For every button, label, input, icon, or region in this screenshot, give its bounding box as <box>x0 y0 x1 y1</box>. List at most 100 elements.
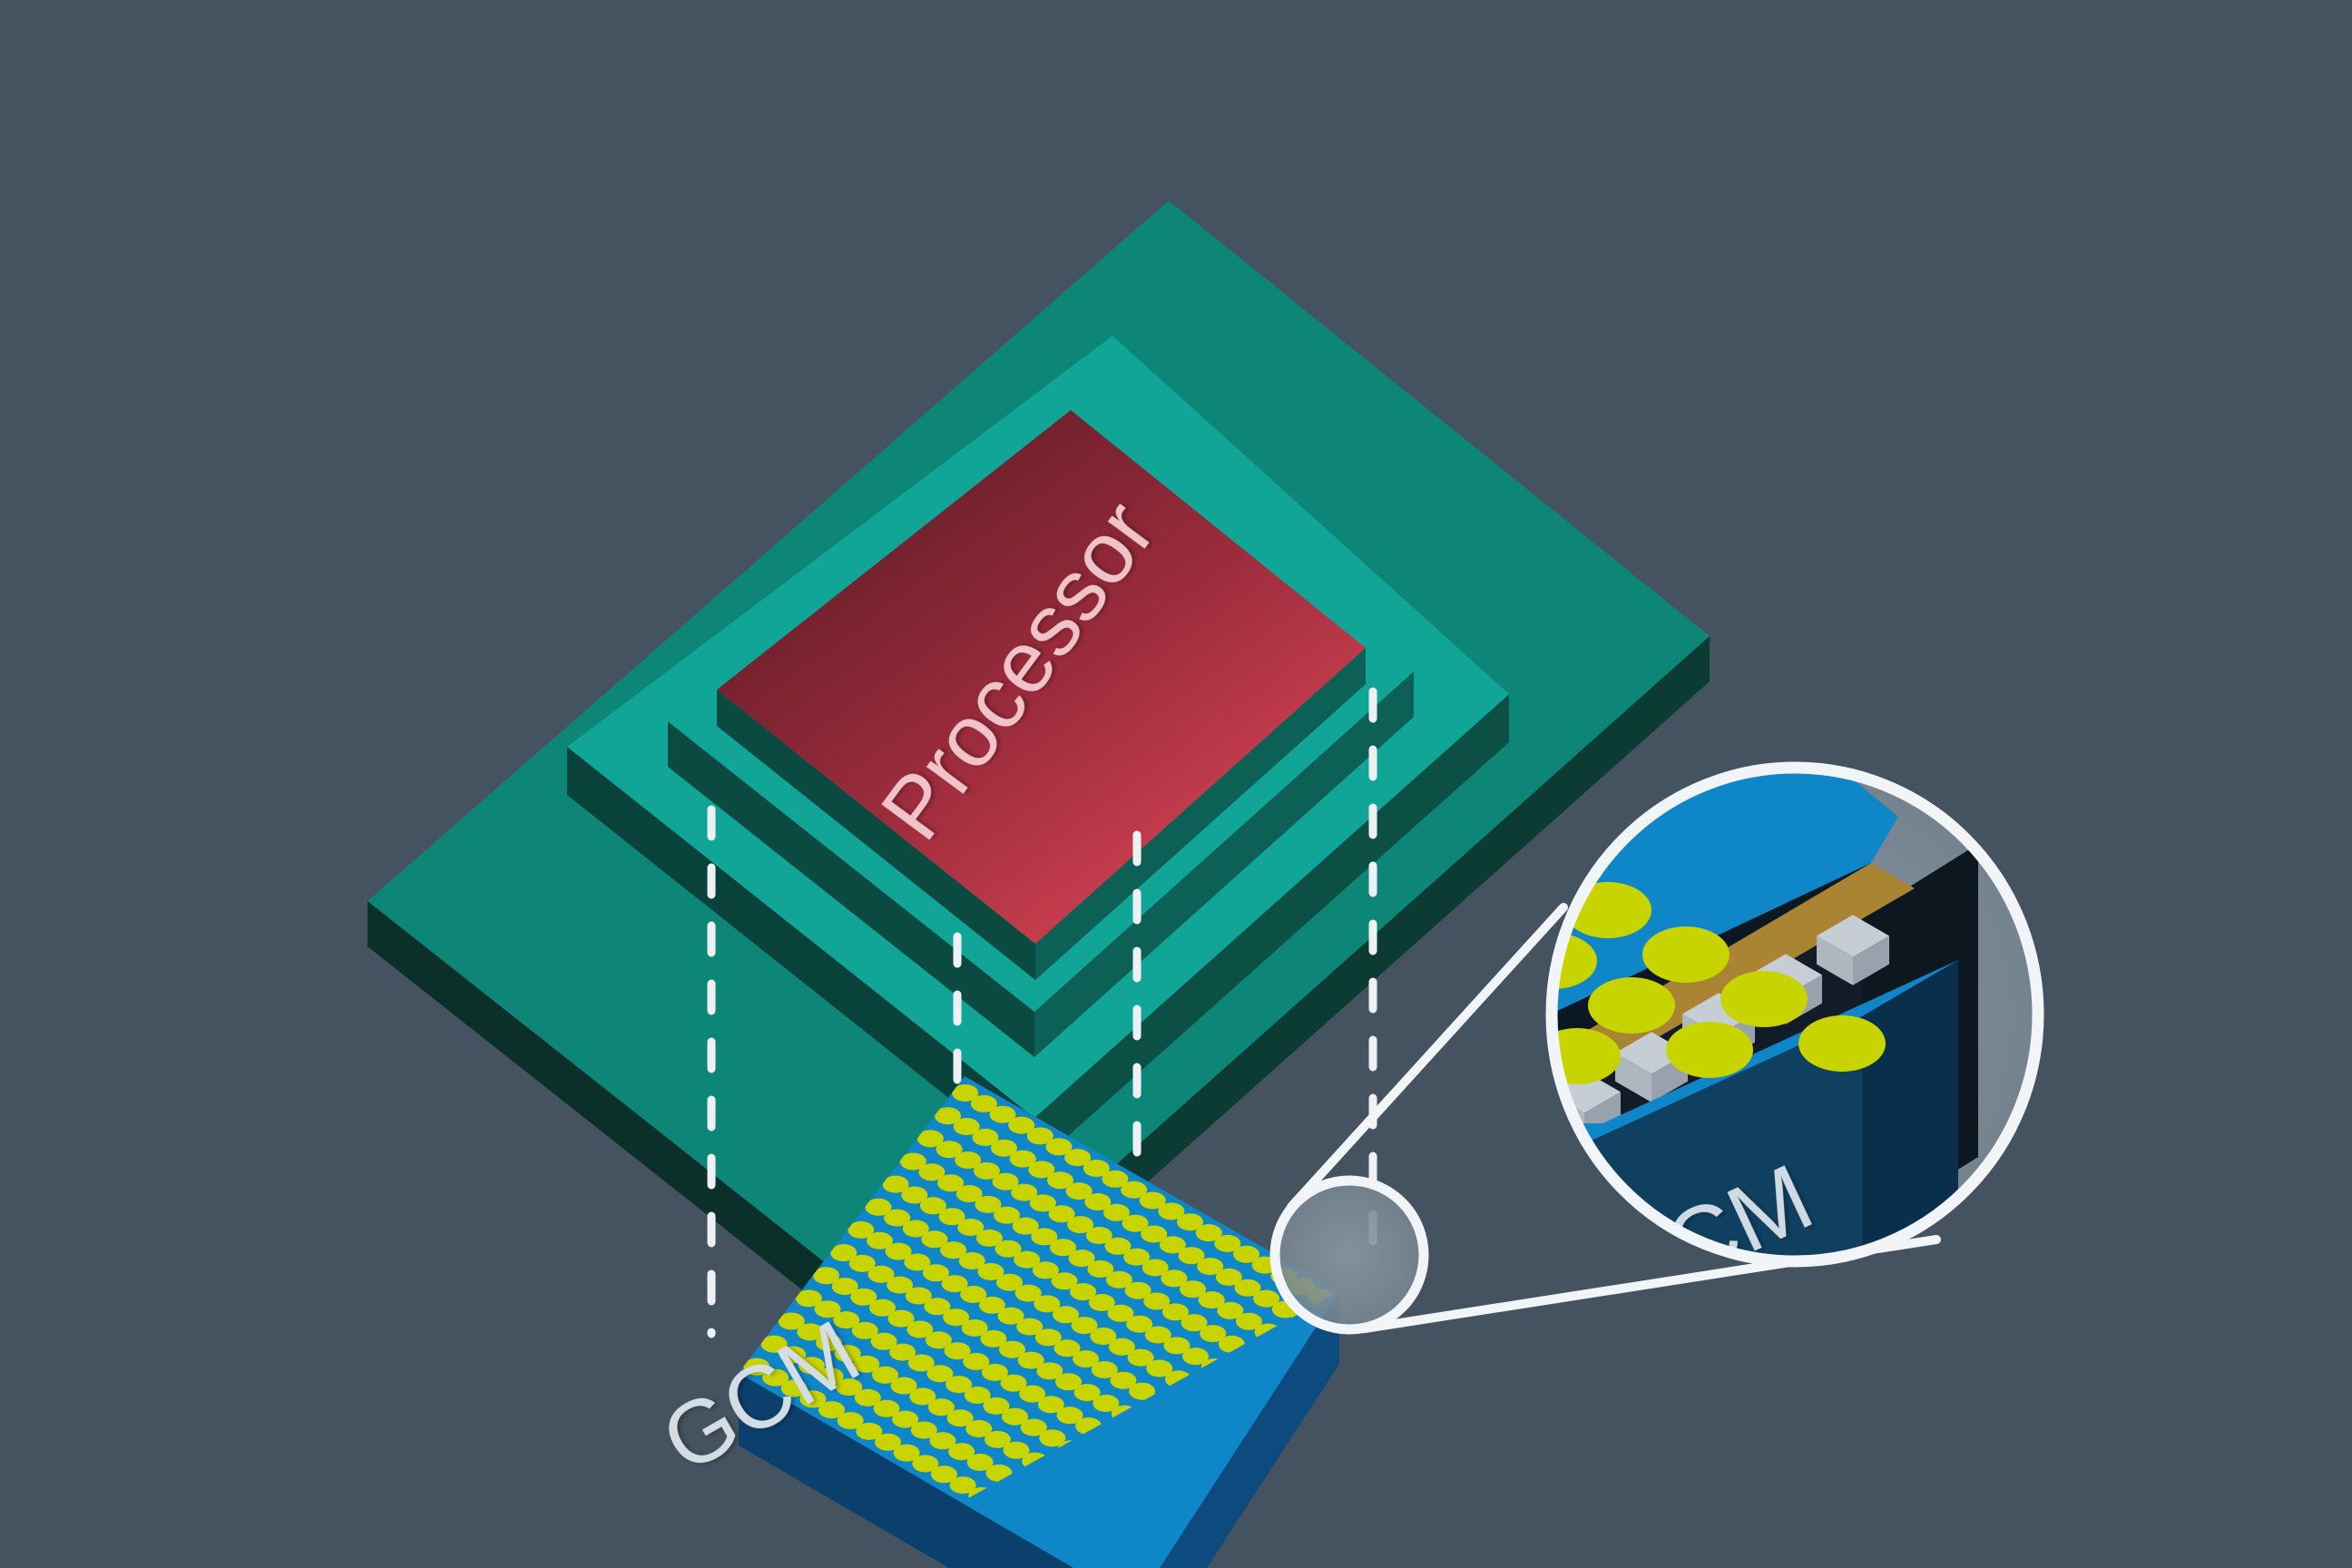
mcm-bga-pad <box>1798 1015 1886 1072</box>
gcm-bga-pad <box>981 1363 1008 1381</box>
gcm-bga-pad <box>778 1312 805 1330</box>
gcm-bga-pad <box>1182 1348 1209 1366</box>
mcm-board-front-face <box>1552 1016 1862 1261</box>
gcm-bga-pad <box>1108 1338 1135 1356</box>
gcm-bga-pad <box>918 1163 946 1181</box>
processor-die[interactable]: Processor <box>717 410 1366 980</box>
gcm-bga-pad <box>780 1379 808 1397</box>
gcm-bga-pad <box>946 1376 973 1394</box>
selection-circle-ring <box>1269 1175 1429 1335</box>
gcm-bga-pad <box>999 1340 1025 1358</box>
processor-package[interactable]: Processor <box>368 201 1710 1384</box>
gcm-bga-pad <box>1102 1170 1129 1188</box>
die-right-face <box>1035 648 1366 980</box>
gcm-bga-pad <box>922 1264 949 1282</box>
gcm-bga-pad <box>1217 1301 1244 1319</box>
gcm-bga-pad <box>955 1152 982 1169</box>
gcm-bga-pad <box>926 1365 954 1383</box>
gcm-bga-pad <box>1200 1325 1227 1343</box>
gcm-bga-pad <box>1181 1314 1208 1332</box>
gcm-bga-pad <box>1037 1396 1064 1414</box>
gcm-bga-pad <box>1087 1260 1114 1278</box>
base-pcb-left-face <box>368 901 921 1384</box>
mcm-board-right-face <box>1862 960 1958 1261</box>
gcm-bga-pad <box>867 1265 895 1283</box>
gcm-bga-pad <box>813 1267 839 1285</box>
gcm-bga-pad <box>925 1331 952 1349</box>
gcm-bga-pad <box>1124 1281 1152 1299</box>
gcm-bga-pad <box>963 1353 990 1370</box>
lens-rim <box>1545 761 2044 1268</box>
gcm-bga-pad <box>984 1430 1011 1448</box>
gcm-bga-pad <box>837 1412 864 1430</box>
gcm-bga-pad <box>964 1387 991 1404</box>
gcm-bga-pad <box>966 1454 994 1471</box>
die-top-face <box>717 410 1366 944</box>
gcm-bga-pad <box>848 1254 876 1272</box>
gcm-bga-pad <box>1088 1294 1115 1311</box>
gcm-bga-pad <box>992 1172 1019 1191</box>
gcm-bga-pad <box>912 1455 939 1473</box>
gcm-bga-pad <box>884 1209 911 1227</box>
gcm-bga-pad <box>779 1346 807 1364</box>
gcm-bga-pad <box>1031 1228 1058 1246</box>
gcm-bga-pad <box>1050 1239 1076 1257</box>
gcm-bga-pad <box>1019 1385 1046 1403</box>
mcm-bga-pad <box>1720 971 1808 1027</box>
gcm-bga-pad <box>1034 1328 1062 1347</box>
mcm-bga-pad <box>1588 977 1675 1034</box>
gcm-bga-pad <box>927 1398 955 1416</box>
gcm-bga-pad <box>901 1186 928 1204</box>
mcm-interconnect-cube <box>1817 915 1889 985</box>
gcm-bga-pad <box>973 1161 1000 1180</box>
gcm-bga-pad <box>1039 1429 1066 1447</box>
gcm-bga-pad <box>953 1118 980 1135</box>
gcm-bga-pad <box>905 1287 932 1305</box>
gcm-bga-pad <box>994 1206 1020 1224</box>
gcm-bga-pad <box>1054 1339 1081 1357</box>
mcm-bga-pad <box>1642 926 1730 983</box>
gcm-bga-pad <box>1028 1161 1055 1179</box>
gcm-bga-pad <box>885 1242 912 1260</box>
gcm-bga-pad <box>1012 1217 1039 1235</box>
gcm-bga-pad <box>1065 1182 1093 1200</box>
gcm-bga-pad <box>970 1094 997 1112</box>
gcm-bga-pad <box>956 1185 983 1202</box>
gcm-bga-pad <box>1163 1337 1191 1355</box>
gcm-bga-pad <box>1161 1303 1189 1321</box>
gcm-bga-pad <box>1143 1292 1171 1310</box>
gcm-bga-pad <box>830 1244 858 1262</box>
gcm-bga-pad <box>1048 1205 1075 1223</box>
gcm-board[interactable]: GCM <box>645 1076 1339 1568</box>
gcm-bga-pad <box>957 1219 985 1236</box>
gcm-bga-pad <box>940 1241 967 1259</box>
gcm-bga-pad <box>1195 1224 1222 1242</box>
mcm-top-board-surface-main <box>1552 768 1898 1044</box>
gcm-bga-pad <box>1085 1227 1112 1244</box>
gcm-bga-pad <box>1122 1214 1149 1232</box>
gcm-bga-pad <box>938 1208 965 1226</box>
gcm-bga-pad <box>1014 1284 1042 1302</box>
gcm-bga-pad <box>937 1174 965 1192</box>
gcm-bga-pad <box>906 1320 934 1338</box>
gcm-bga-pad <box>916 1130 944 1148</box>
magnifier-selection-circle[interactable] <box>739 1076 1429 1568</box>
gcm-bga-pad <box>1233 1245 1259 1263</box>
gcm-bga-pad <box>1178 1247 1205 1265</box>
gcm-bga-pad <box>870 1332 897 1350</box>
gcm-bga-pad <box>935 1107 962 1125</box>
gcm-bga-pad <box>1102 1203 1130 1221</box>
gcm-bga-pad <box>836 1378 863 1396</box>
gcm-bga-pad <box>1107 1304 1134 1322</box>
gcm-bga-pad <box>1090 1328 1117 1345</box>
gcm-bga-pad <box>936 1141 963 1159</box>
gcm-bga-pad <box>1177 1213 1203 1231</box>
gcm-bga-pad <box>1067 1216 1094 1234</box>
gcm-bga-pad <box>904 1253 931 1271</box>
gcm-bga-pad <box>1014 1250 1041 1269</box>
gcm-bga-pad <box>875 1433 901 1451</box>
substrate-right-face <box>1034 694 1509 1166</box>
gcm-bga-pad <box>762 1368 789 1387</box>
gcm-bga-pad <box>817 1367 844 1386</box>
